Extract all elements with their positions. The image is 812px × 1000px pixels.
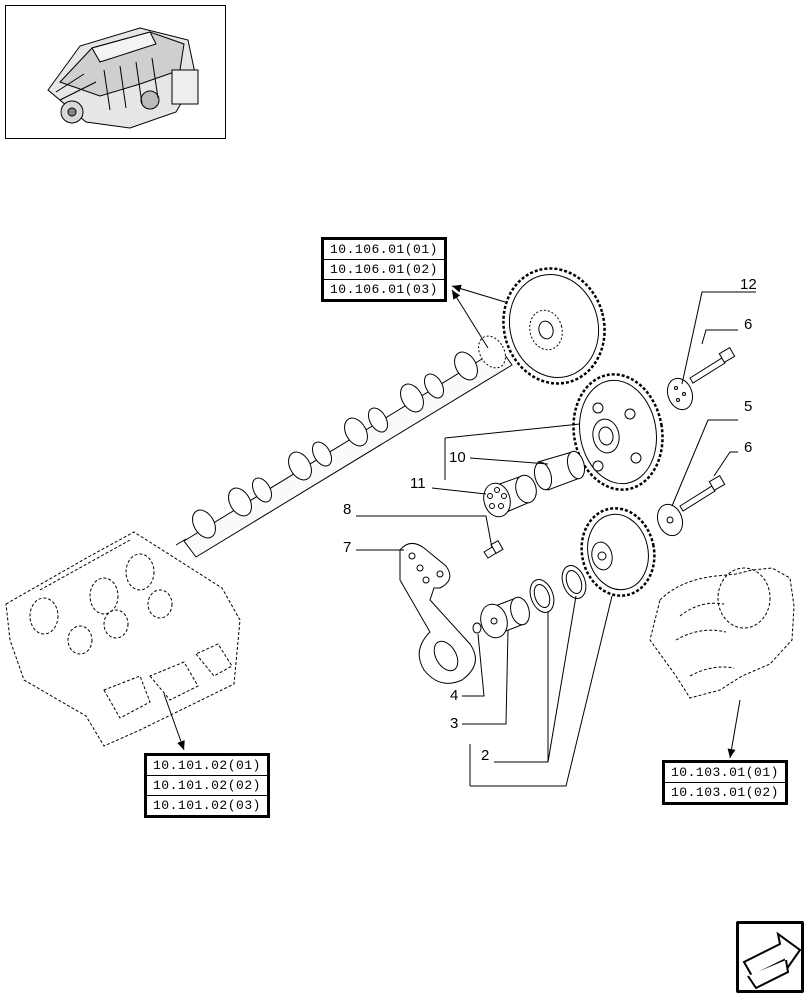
lower-gear bbox=[580, 507, 656, 597]
cylinder-head-reference-table[interactable]: 10.101.02(01) 10.101.02(02) 10.101.02(03… bbox=[144, 753, 270, 818]
bracket-7 bbox=[399, 543, 476, 684]
reference-entry[interactable]: 10.101.02(01) bbox=[146, 755, 268, 776]
bushing-10 bbox=[533, 450, 586, 491]
engine-thumbnail-frame bbox=[5, 5, 226, 139]
next-page-button[interactable] bbox=[736, 921, 804, 993]
engine-thumbnail-icon bbox=[47, 27, 199, 129]
camshaft-reference-table[interactable]: 10.106.01(01) 10.106.01(02) 10.106.01(03… bbox=[321, 237, 447, 302]
reference-entry[interactable]: 10.103.01(01) bbox=[664, 762, 786, 783]
cylinder-head bbox=[5, 531, 241, 747]
next-page-arrow-icon[interactable] bbox=[742, 931, 802, 990]
thrust-washer-5 bbox=[656, 503, 684, 537]
screw-8 bbox=[483, 539, 504, 559]
reference-entry[interactable]: 10.101.02(02) bbox=[146, 775, 268, 796]
camshaft-gear bbox=[502, 267, 606, 385]
reference-entry[interactable]: 10.106.01(02) bbox=[323, 259, 445, 280]
idler-gear bbox=[572, 373, 664, 491]
crankshaft bbox=[649, 567, 795, 699]
thrust-washer-12 bbox=[666, 377, 694, 411]
reference-entry[interactable]: 10.106.01(01) bbox=[323, 239, 445, 260]
bolt-6-upper bbox=[689, 346, 736, 384]
leader-lines bbox=[163, 284, 756, 787]
bolt-6-lower bbox=[679, 474, 726, 512]
callout-3: 3 bbox=[450, 715, 459, 732]
callout-6-lower: 6 bbox=[744, 439, 753, 456]
callout-6-upper: 6 bbox=[744, 316, 753, 333]
reference-entry[interactable]: 10.106.01(03) bbox=[323, 279, 445, 300]
reference-entry[interactable]: 10.101.02(03) bbox=[146, 795, 268, 816]
reference-entry[interactable]: 10.103.01(02) bbox=[664, 782, 786, 803]
callout-2: 2 bbox=[481, 747, 490, 764]
callout-8: 8 bbox=[343, 501, 352, 518]
pin-4 bbox=[472, 622, 482, 634]
callout-4: 4 bbox=[450, 687, 459, 704]
crankshaft-reference-table[interactable]: 10.103.01(01) 10.103.01(02) bbox=[662, 760, 788, 805]
camshaft bbox=[175, 335, 513, 558]
callout-11: 11 bbox=[410, 475, 426, 492]
callout-5: 5 bbox=[744, 398, 753, 415]
rings-2 bbox=[529, 565, 587, 613]
callout-12: 12 bbox=[740, 276, 757, 293]
hub-11 bbox=[483, 474, 537, 518]
callout-7: 7 bbox=[343, 539, 352, 556]
callout-10: 10 bbox=[449, 449, 466, 466]
hub-3 bbox=[480, 596, 530, 639]
